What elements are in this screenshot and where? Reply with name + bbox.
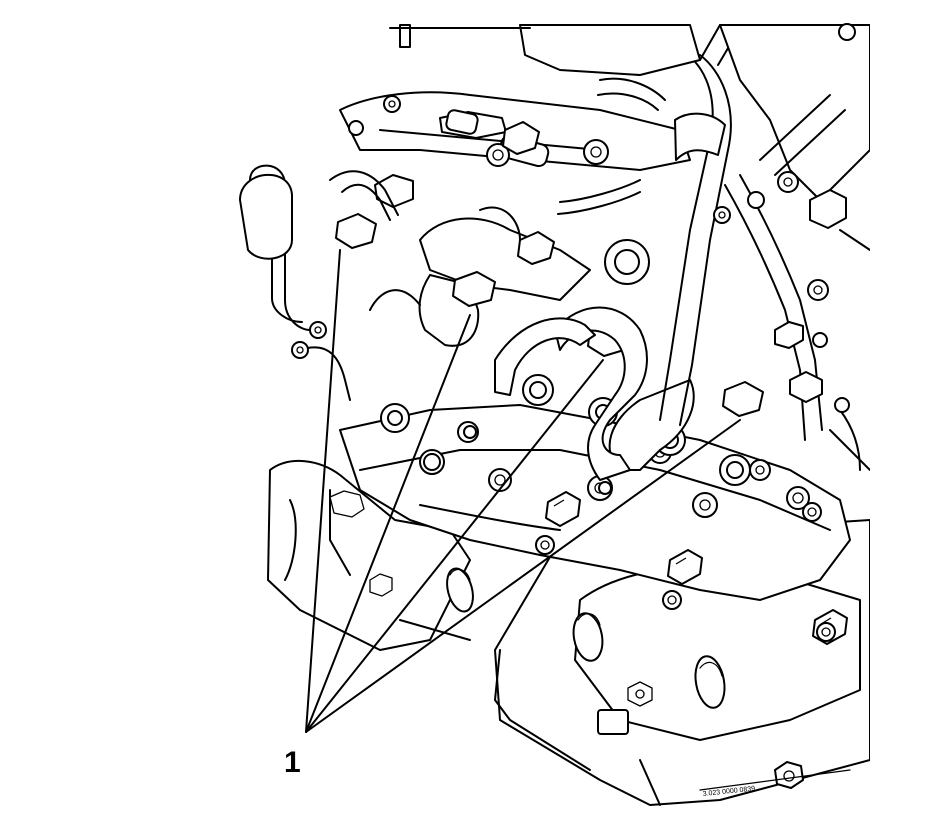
hoses-and-tubes bbox=[239, 24, 823, 481]
leader-line bbox=[305, 419, 741, 733]
left-cylinder-head bbox=[339, 374, 851, 645]
intake-manifold bbox=[389, 23, 870, 471]
leader-line bbox=[305, 249, 341, 733]
leader-line bbox=[305, 359, 604, 733]
fuel-rail-assembly bbox=[335, 91, 764, 417]
leader-line bbox=[305, 314, 471, 733]
callout-label: 1 bbox=[284, 746, 301, 779]
callout-leaders bbox=[305, 249, 741, 733]
bolts bbox=[291, 191, 850, 642]
left-exhaust-manifold bbox=[267, 459, 474, 651]
engine-artwork bbox=[239, 23, 870, 806]
